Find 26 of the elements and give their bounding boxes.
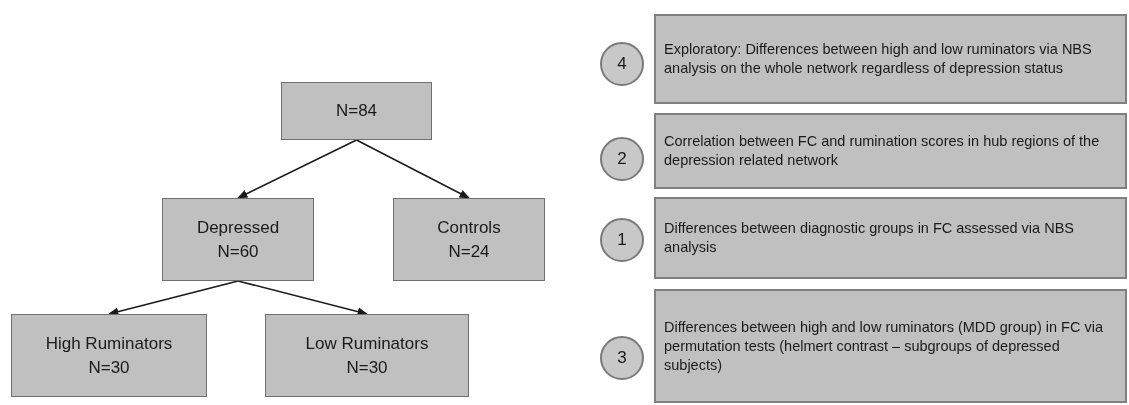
description-box: [654, 289, 1127, 403]
group-label: Depressed: [196, 216, 280, 239]
group-label: Controls: [437, 216, 501, 239]
group-label: N=60: [217, 240, 259, 263]
group-box: [11, 314, 207, 397]
description-box: [654, 197, 1127, 279]
group-label: N=84: [335, 100, 378, 122]
description-text: Exploratory: Differences between high and low ruminators via NBS analysis on the whole network regardless of depression status: [664, 40, 1093, 78]
group-box: [162, 198, 314, 281]
arrow: [237, 139, 358, 199]
description-text: Correlation between FC and rumination scores in hub regions of the depression related network: [664, 132, 1101, 170]
description-text: Differences between diagnostic groups in FC assessed via NBS analysis: [664, 219, 1075, 257]
description-box: [654, 113, 1127, 189]
group-label: N=24: [448, 240, 490, 263]
description-box: [654, 14, 1127, 104]
arrow: [355, 139, 470, 199]
description-text: Differences between high and low ruminators (MDD group) in FC via permutation tests (helmert contrast – subgroups of depressed subjects): [664, 317, 1104, 375]
group-label: N=30: [88, 356, 130, 379]
group-label: N=30: [346, 356, 388, 379]
arrow: [108, 280, 239, 316]
group-label: Low Ruminators: [305, 332, 429, 355]
group-box: [393, 198, 545, 281]
group-box: [281, 82, 432, 140]
group-box: [265, 314, 469, 397]
arrow: [237, 280, 368, 316]
group-label: High Ruminators: [45, 332, 173, 355]
